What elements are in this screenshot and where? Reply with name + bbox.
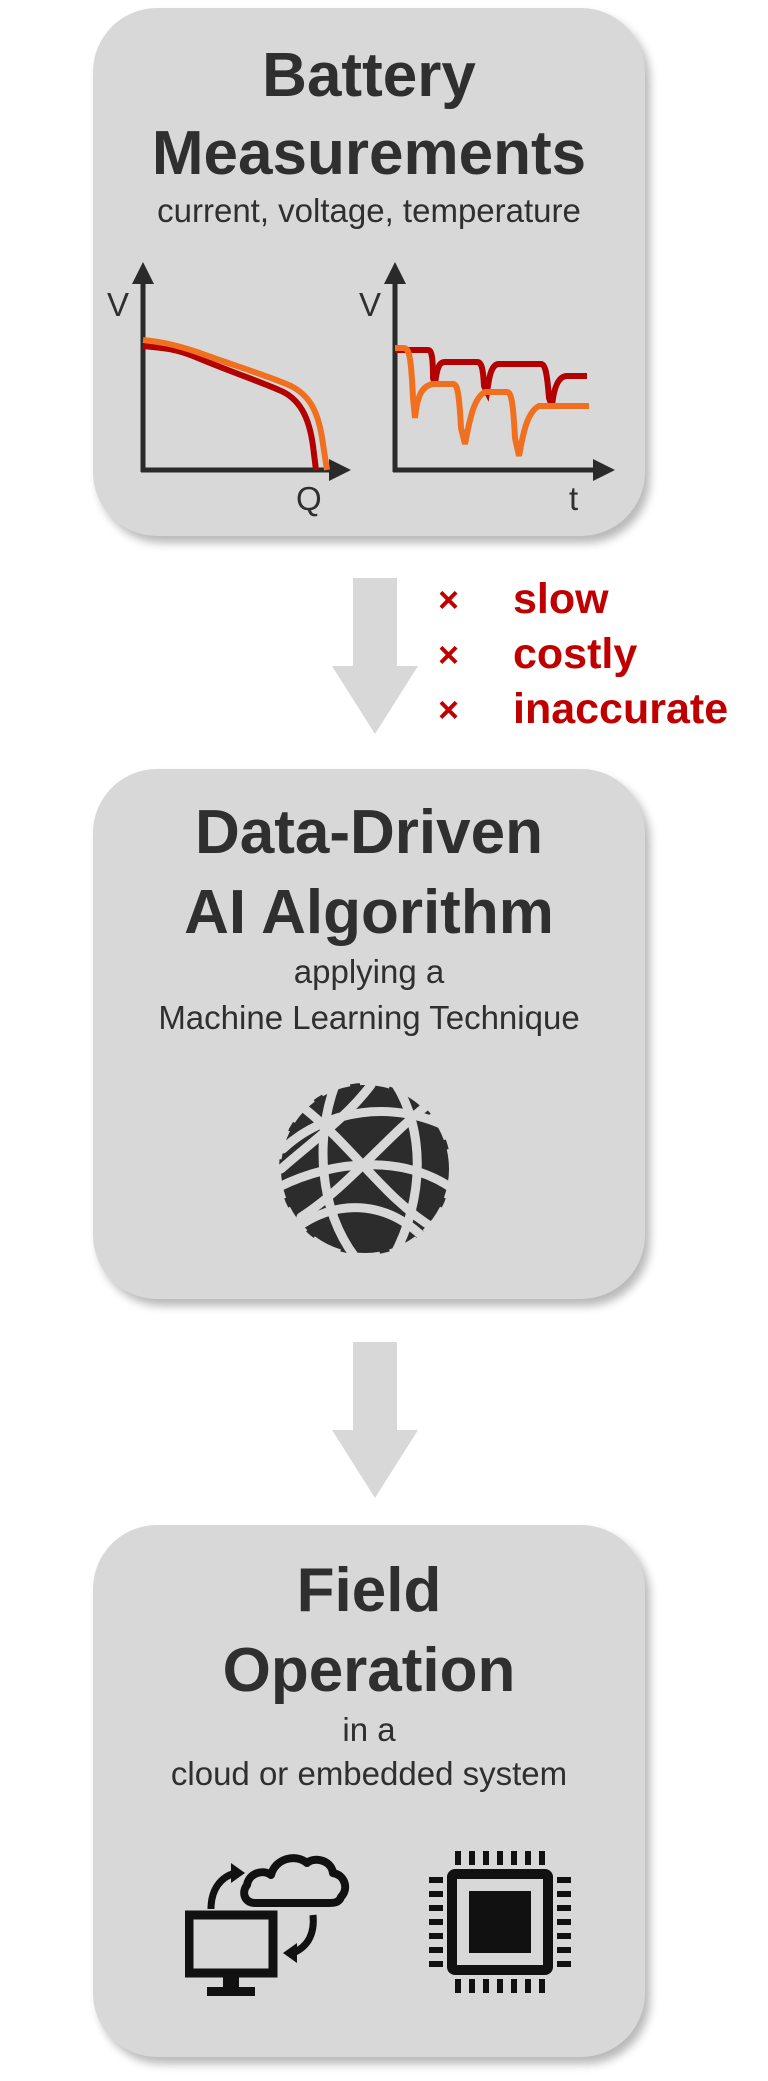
- battery-measurements-box: Battery Measurements current, voltage, t…: [93, 8, 645, 536]
- curve-dark-red: [142, 343, 319, 471]
- box1-subtitle: current, voltage, temperature: [157, 192, 581, 229]
- chart-right-y-label: V: [359, 286, 381, 323]
- microchip-icon: [429, 1851, 571, 1993]
- box2-subtitle-line2: Machine Learning Technique: [158, 999, 580, 1036]
- box2-title-line2: AI Algorithm: [184, 878, 554, 947]
- chart-left-y-arrow: [132, 262, 154, 284]
- chart-left-x-arrow: [329, 459, 351, 481]
- neural-sphere-icon: [275, 1079, 455, 1259]
- curve-orange: [142, 337, 330, 471]
- field-operation-box: Field Operation in a cloud or embedded s…: [93, 1525, 645, 2057]
- flow-arrow-1: [332, 578, 418, 734]
- cross-icon: ×: [438, 578, 460, 620]
- chart-right-y-arrow: [384, 262, 406, 284]
- drawback-item: × inaccurate: [438, 682, 728, 737]
- drawback-label: inaccurate: [513, 685, 729, 733]
- curve-dark-red-time: [395, 347, 587, 408]
- box2-subtitle-line1: applying a: [293, 953, 445, 990]
- drawback-item: × costly: [438, 627, 728, 682]
- cross-icon: ×: [438, 688, 460, 730]
- drawback-label: slow: [513, 575, 609, 623]
- box1-title-line2: Measurements: [151, 119, 587, 188]
- chart-right-x-arrow: [593, 459, 615, 481]
- voltage-time-chart: V t: [359, 262, 615, 517]
- chart-left-y-label: V: [107, 286, 129, 323]
- ai-algorithm-box: Data-Driven AI Algorithm applying a Mach…: [93, 769, 645, 1299]
- curve-orange-time: [395, 345, 589, 457]
- box2-title-line1: Data-Driven: [195, 798, 543, 867]
- box3-subtitle-line2: cloud or embedded system: [170, 1755, 568, 1792]
- chart-right-x-label: t: [569, 480, 578, 517]
- drawbacks-list: × slow × costly × inaccurate: [438, 572, 728, 737]
- cross-icon: ×: [438, 633, 460, 675]
- box3-title-line2: Operation: [222, 1636, 516, 1705]
- box3-subtitle-line1: in a: [342, 1711, 396, 1748]
- drawback-label: costly: [513, 630, 638, 678]
- box1-title-line1: Battery: [262, 41, 476, 110]
- box3-title-line1: Field: [296, 1556, 442, 1625]
- chart-left-x-label: Q: [296, 480, 322, 517]
- flow-arrow-2: [332, 1342, 418, 1498]
- cloud-computer-sync-icon: [185, 1854, 350, 1996]
- voltage-capacity-chart: V Q: [107, 262, 351, 517]
- drawback-item: × slow: [438, 572, 728, 627]
